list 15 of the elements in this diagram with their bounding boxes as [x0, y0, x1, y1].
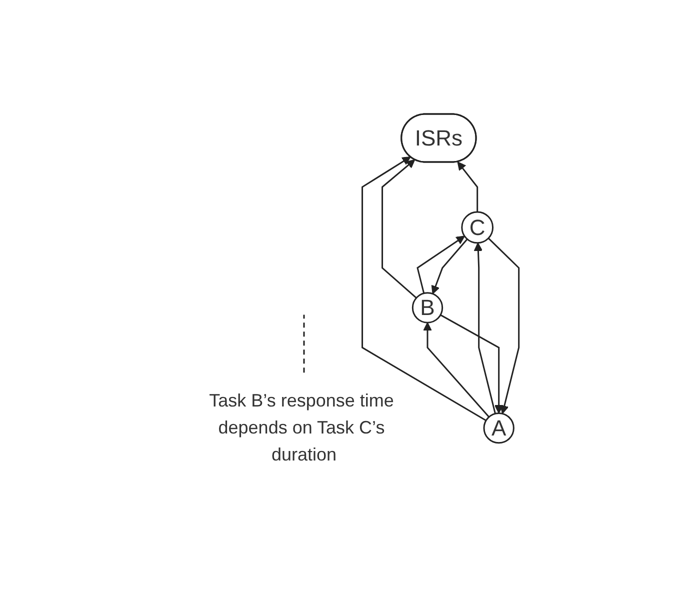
arrow — [362, 156, 487, 421]
node-circle: A — [483, 412, 514, 444]
arrow — [423, 322, 490, 418]
node-circle: B — [412, 292, 444, 324]
arrow — [488, 237, 520, 414]
leader-line — [303, 314, 305, 372]
arrow — [416, 235, 466, 294]
arrow — [431, 238, 468, 294]
arrow — [474, 242, 496, 414]
note-text: Task B’s response time depends on Task C’s duration — [209, 390, 394, 464]
node-circle: C — [461, 210, 494, 244]
arrow — [440, 314, 504, 414]
arrow — [457, 161, 478, 212]
arrow — [382, 159, 417, 298]
node-circle: ISRs — [400, 112, 477, 162]
